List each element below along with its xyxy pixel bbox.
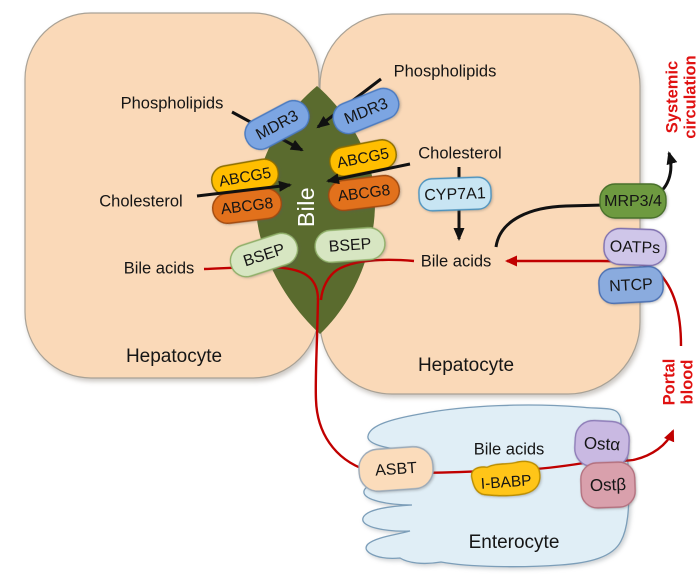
hepatocyte-right-label: Hepatocyte (418, 355, 514, 376)
asbt-pill: ASBT (358, 446, 434, 492)
mrp34-label: MRP3/4 (604, 193, 662, 210)
cholesterol-right-arrow (326, 162, 411, 185)
portal-blood-label: Portal blood (660, 359, 696, 406)
systemic-circulation-line1: Systemic (663, 61, 681, 133)
abcg8-right-pill: ABCG8 (327, 174, 401, 212)
i-babp-label: I-BABP (480, 472, 532, 493)
portal-blood-line2: blood (678, 360, 696, 405)
cyp7a1-label: CYP7A1 (424, 185, 486, 204)
systemic-circulation-line2: circulation (681, 55, 699, 138)
systemic-circulation-label: Systemic circulation (663, 55, 699, 138)
cyp7a1-pill: CYP7A1 (418, 176, 492, 212)
bile-acids-hepatocyte-label: Bile acids (421, 252, 492, 270)
ost-beta-pill: Ostβ (580, 461, 636, 509)
bile-label: Bile (293, 187, 319, 227)
bsep-right-pill: BSEP (314, 226, 386, 264)
mrp34-pill: MRP3/4 (599, 183, 667, 219)
bile-acids-left-label: Bile acids (124, 259, 195, 277)
cholesterol-left-arrow (196, 180, 292, 198)
abcg8-left-label: ABCG8 (220, 195, 274, 218)
phospholipids-left-label: Phospholipids (121, 94, 224, 112)
bile-acids-enterocyte-label: Bile acids (474, 440, 545, 458)
phospholipids-right-label: Phospholipids (394, 62, 497, 80)
bile-acids-to-mrp34-curve (494, 203, 605, 248)
hepatocyte-left-label: Hepatocyte (126, 346, 222, 367)
enterocyte-label: Enterocyte (469, 532, 560, 553)
bsep-left-pill: BSEP (229, 232, 299, 278)
ost-alpha-pill: Ostα (574, 419, 630, 469)
bile-acids-right-flow (319, 258, 415, 301)
ost-alpha-label: Ostα (583, 434, 620, 455)
i-babp-pill: I-BABP (470, 460, 541, 497)
abcg5-left-pill: ABCG5 (211, 158, 279, 196)
oatps-label: OATPs (610, 238, 661, 257)
oatps-pill: OATPs (603, 227, 667, 267)
mdr3-right-pill: MDR3 (332, 87, 400, 135)
abcg8-right-label: ABCG8 (337, 182, 391, 205)
ntcp-label: NTCP (609, 276, 653, 295)
abcg5-right-pill: ABCG5 (329, 139, 397, 177)
bsep-right-label: BSEP (328, 236, 372, 256)
portal-blood-line1: Portal (660, 359, 678, 406)
ost-beta-label: Ostβ (590, 475, 627, 495)
ntcp-pill: NTCP (598, 265, 664, 305)
abcg8-left-pill: ABCG8 (211, 187, 283, 225)
cholesterol-right-label: Cholesterol (418, 144, 501, 162)
bile-label-group: Bile (293, 187, 319, 227)
asbt-label: ASBT (375, 460, 418, 480)
cholesterol-left-label: Cholesterol (99, 192, 182, 210)
